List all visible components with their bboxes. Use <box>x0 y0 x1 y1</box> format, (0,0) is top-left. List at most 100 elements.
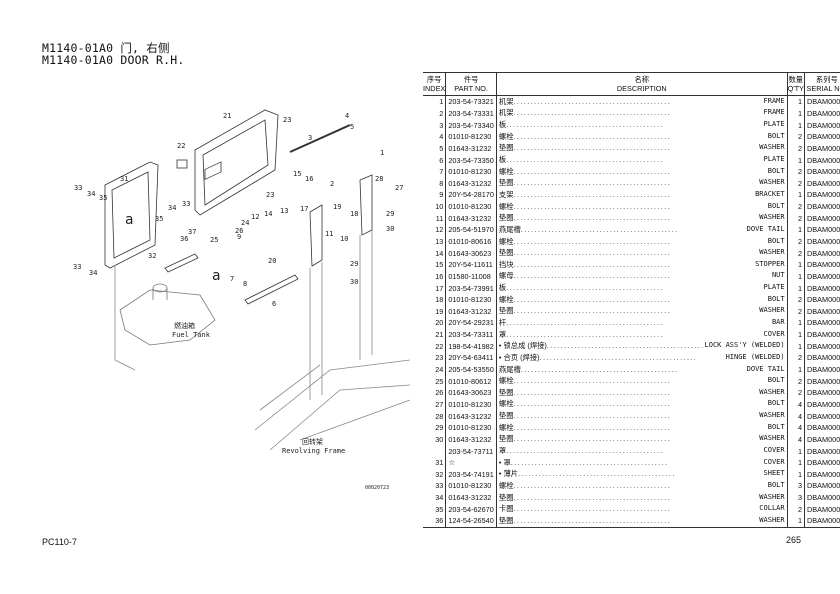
row-index: 22 <box>423 340 447 353</box>
row-description: 板.......................................… <box>496 282 788 294</box>
row-qty: 1 <box>787 119 806 131</box>
row-index: 6 <box>423 154 447 166</box>
row-part-no: 01010-80616 <box>445 235 497 248</box>
leader-dots: ........................................… <box>513 492 672 502</box>
row-qty: 4 <box>787 398 806 411</box>
desc-en: PLATE <box>763 155 785 164</box>
desc-cn: 燕尾槽 <box>498 224 521 234</box>
desc-cn: 垫圈 <box>498 248 514 258</box>
row-description: 螺栓......................................… <box>496 480 788 492</box>
col-part-cn: 件号 <box>463 75 479 84</box>
desc-cn: 螺栓 <box>498 480 514 490</box>
row-part-no: 198-54-41982 <box>445 340 497 353</box>
desc-cn: 垫圈 <box>498 143 514 153</box>
row-qty: 2 <box>787 503 806 516</box>
desc-cn: 燕尾槽 <box>498 364 521 374</box>
col-part-en: PART NO. <box>454 84 488 93</box>
row-qty: 2 <box>787 387 806 399</box>
row-index: 10 <box>423 200 447 213</box>
page-number: 265 <box>786 535 802 545</box>
callout-label: 18 <box>350 210 358 218</box>
callout-label: 9 <box>237 233 241 241</box>
row-index: 19 <box>423 305 447 318</box>
row-index: 3 <box>423 119 447 131</box>
row-description: 垫圈......................................… <box>496 491 788 504</box>
table-row: 34 01643-31232 垫圈.......................… <box>423 491 840 504</box>
row-qty: 2 <box>787 200 806 213</box>
drawing-number: 00020723 <box>365 485 389 491</box>
row-index: 2 <box>423 107 447 120</box>
desc-cn: • 薄片 <box>498 469 519 479</box>
leader-dots: ........................................… <box>513 178 672 188</box>
leader-dots: ........................................… <box>513 96 672 106</box>
row-qty: 1 <box>787 270 806 283</box>
desc-en: BAR <box>771 317 785 326</box>
row-part-no: 203-54-73991 <box>445 282 497 294</box>
row-part-no: 203-54-73340 <box>445 119 497 131</box>
desc-en: BOLT <box>767 480 785 489</box>
leader-dots: ........................................… <box>513 166 672 176</box>
row-qty: 3 <box>787 480 806 492</box>
row-part-no: 205-54-53550 <box>445 363 497 376</box>
desc-en: BOLT <box>767 131 785 140</box>
leader-dots: ........................................… <box>513 387 672 397</box>
table-row: 32 203-54-74191 • 薄片....................… <box>423 468 840 481</box>
row-part-no: 203-54-74191 <box>445 468 497 481</box>
desc-en: PLATE <box>763 120 785 129</box>
row-part-no: 01010-81230 <box>445 200 497 213</box>
row-qty: 2 <box>787 293 806 306</box>
callout-label: 19 <box>333 203 341 211</box>
table-row: 22 198-54-41982 • 锁总成 (焊接)..............… <box>423 340 840 353</box>
col-index-cn: 序号 <box>426 75 442 84</box>
table-row: 13 01010-80616 螺栓.......................… <box>423 235 840 248</box>
leader-dots: ........................................… <box>513 108 672 118</box>
callout-label: 3 <box>308 134 312 142</box>
leader-dots: ........................................… <box>513 131 672 141</box>
callout-label: 12 <box>251 213 259 221</box>
table-row: 29 01010-81230 螺栓.......................… <box>423 421 840 434</box>
row-part-no: 01580-11008 <box>445 270 497 283</box>
desc-en: WASHER <box>759 306 785 315</box>
row-qty: 1 <box>787 340 806 353</box>
desc-en: BOLT <box>767 201 785 210</box>
row-qty: 2 <box>787 142 806 155</box>
leader-dots: ........................................… <box>520 364 679 374</box>
title-chinese: M1140-01A0 门, 右侧 <box>42 41 170 55</box>
desc-en: WASHER <box>759 143 785 152</box>
row-description: 垫圈......................................… <box>496 177 788 190</box>
row-part-no: 01643-31232 <box>445 177 497 190</box>
row-part-no: 01643-31232 <box>445 305 497 318</box>
callout-label: 32 <box>148 252 156 260</box>
row-index: 29 <box>423 421 447 434</box>
table-row: 31 ☆ • 罩................................… <box>423 456 840 469</box>
desc-en: COLLAR <box>759 504 785 513</box>
leader-dots: ........................................… <box>506 317 664 327</box>
row-index: 24 <box>423 363 447 376</box>
desc-en: STOPPER <box>755 259 785 268</box>
leader-dots: ........................................… <box>546 341 705 351</box>
callout-label: 17 <box>300 205 308 213</box>
row-index: 23 <box>423 352 447 364</box>
row-index: 36 <box>423 515 447 528</box>
row-index: 27 <box>423 398 447 411</box>
row-qty: 4 <box>787 410 806 422</box>
fuel-tank-drawing <box>119 283 216 346</box>
desc-en: BOLT <box>767 422 785 431</box>
callout-label: 30 <box>350 278 358 286</box>
desc-cn: • 合页 (焊接) <box>498 352 540 362</box>
callout-label: a <box>212 268 220 284</box>
desc-cn: 垫圈 <box>498 411 514 421</box>
leader-dots: ........................................… <box>513 248 672 258</box>
row-part-no: 01643-31232 <box>445 212 497 225</box>
row-part-no: 203-54-73311 <box>445 328 497 341</box>
row-description: 垫圈......................................… <box>496 410 788 422</box>
row-part-no: 203-54-73331 <box>445 107 497 120</box>
